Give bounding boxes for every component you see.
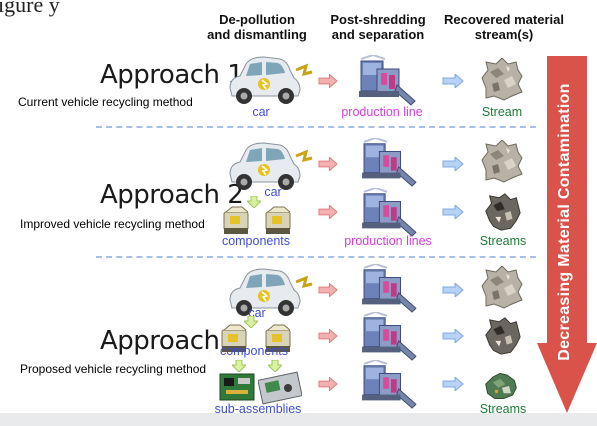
stream-label: Stream <box>481 105 523 119</box>
production-line-icon <box>361 312 417 362</box>
material-stream-icon <box>485 193 521 231</box>
right-arrow-icon <box>318 377 338 391</box>
approach-1-title: Approach 1 <box>100 60 244 90</box>
decreasing-contamination-label: Decreasing Material Contamination <box>556 83 573 361</box>
right-arrow-icon <box>442 283 464 297</box>
footer-strip <box>0 413 597 426</box>
approach-2-title: Approach 2 <box>100 180 244 210</box>
column-header-depollution: De-pollution and dismantling <box>207 12 307 42</box>
approach-3-title: Approach 3 <box>100 326 244 356</box>
approach-2-method: Improved vehicle recycling method <box>20 217 205 231</box>
material-stream-icon <box>481 266 523 309</box>
right-arrow-icon <box>442 157 464 171</box>
decreasing-contamination-arrow <box>537 56 597 413</box>
production-line-icon <box>361 360 417 410</box>
streams-label: Streams <box>479 234 527 248</box>
car-icon <box>228 55 314 106</box>
section-divider <box>96 126 536 128</box>
components-label: components <box>221 234 291 248</box>
right-arrow-icon <box>318 329 338 343</box>
section-divider <box>96 256 536 258</box>
right-arrow-icon <box>318 157 338 171</box>
component-icon <box>265 206 291 235</box>
circuit-board-icon <box>219 373 255 401</box>
production-line-label: production line <box>341 105 423 119</box>
column-header-shredding: Post-shredding and separation <box>330 12 426 42</box>
production-line-icon <box>361 264 417 314</box>
production-lines-label: production lines <box>344 234 432 248</box>
material-stream-icon <box>485 372 517 400</box>
right-arrow-icon <box>442 74 464 88</box>
production-line-icon <box>361 138 417 188</box>
material-stream-icon <box>481 58 523 101</box>
right-arrow-icon <box>318 74 338 88</box>
approach-3-method: Proposed vehicle recycling method <box>20 362 207 376</box>
column-header-recovered: Recovered material stream(s) <box>444 12 564 42</box>
production-line-icon <box>361 188 417 238</box>
right-arrow-icon <box>442 329 464 343</box>
right-arrow-icon <box>318 205 338 219</box>
right-arrow-icon <box>442 377 464 391</box>
sub-assemblies-label: sub-assemblies <box>214 402 302 416</box>
streams-label: Streams <box>479 402 527 416</box>
car-label: car <box>264 185 282 199</box>
material-stream-icon <box>481 140 523 183</box>
right-arrow-icon <box>318 283 338 297</box>
approach-1-method: Current vehicle recycling method <box>18 95 193 109</box>
figure-caption-fragment: igure y <box>0 0 60 17</box>
production-line-icon <box>358 55 416 106</box>
right-arrow-icon <box>442 205 464 219</box>
component-icon <box>223 206 249 235</box>
car-label: car <box>252 105 270 119</box>
components-label: components <box>219 344 289 358</box>
material-stream-icon <box>485 317 521 355</box>
